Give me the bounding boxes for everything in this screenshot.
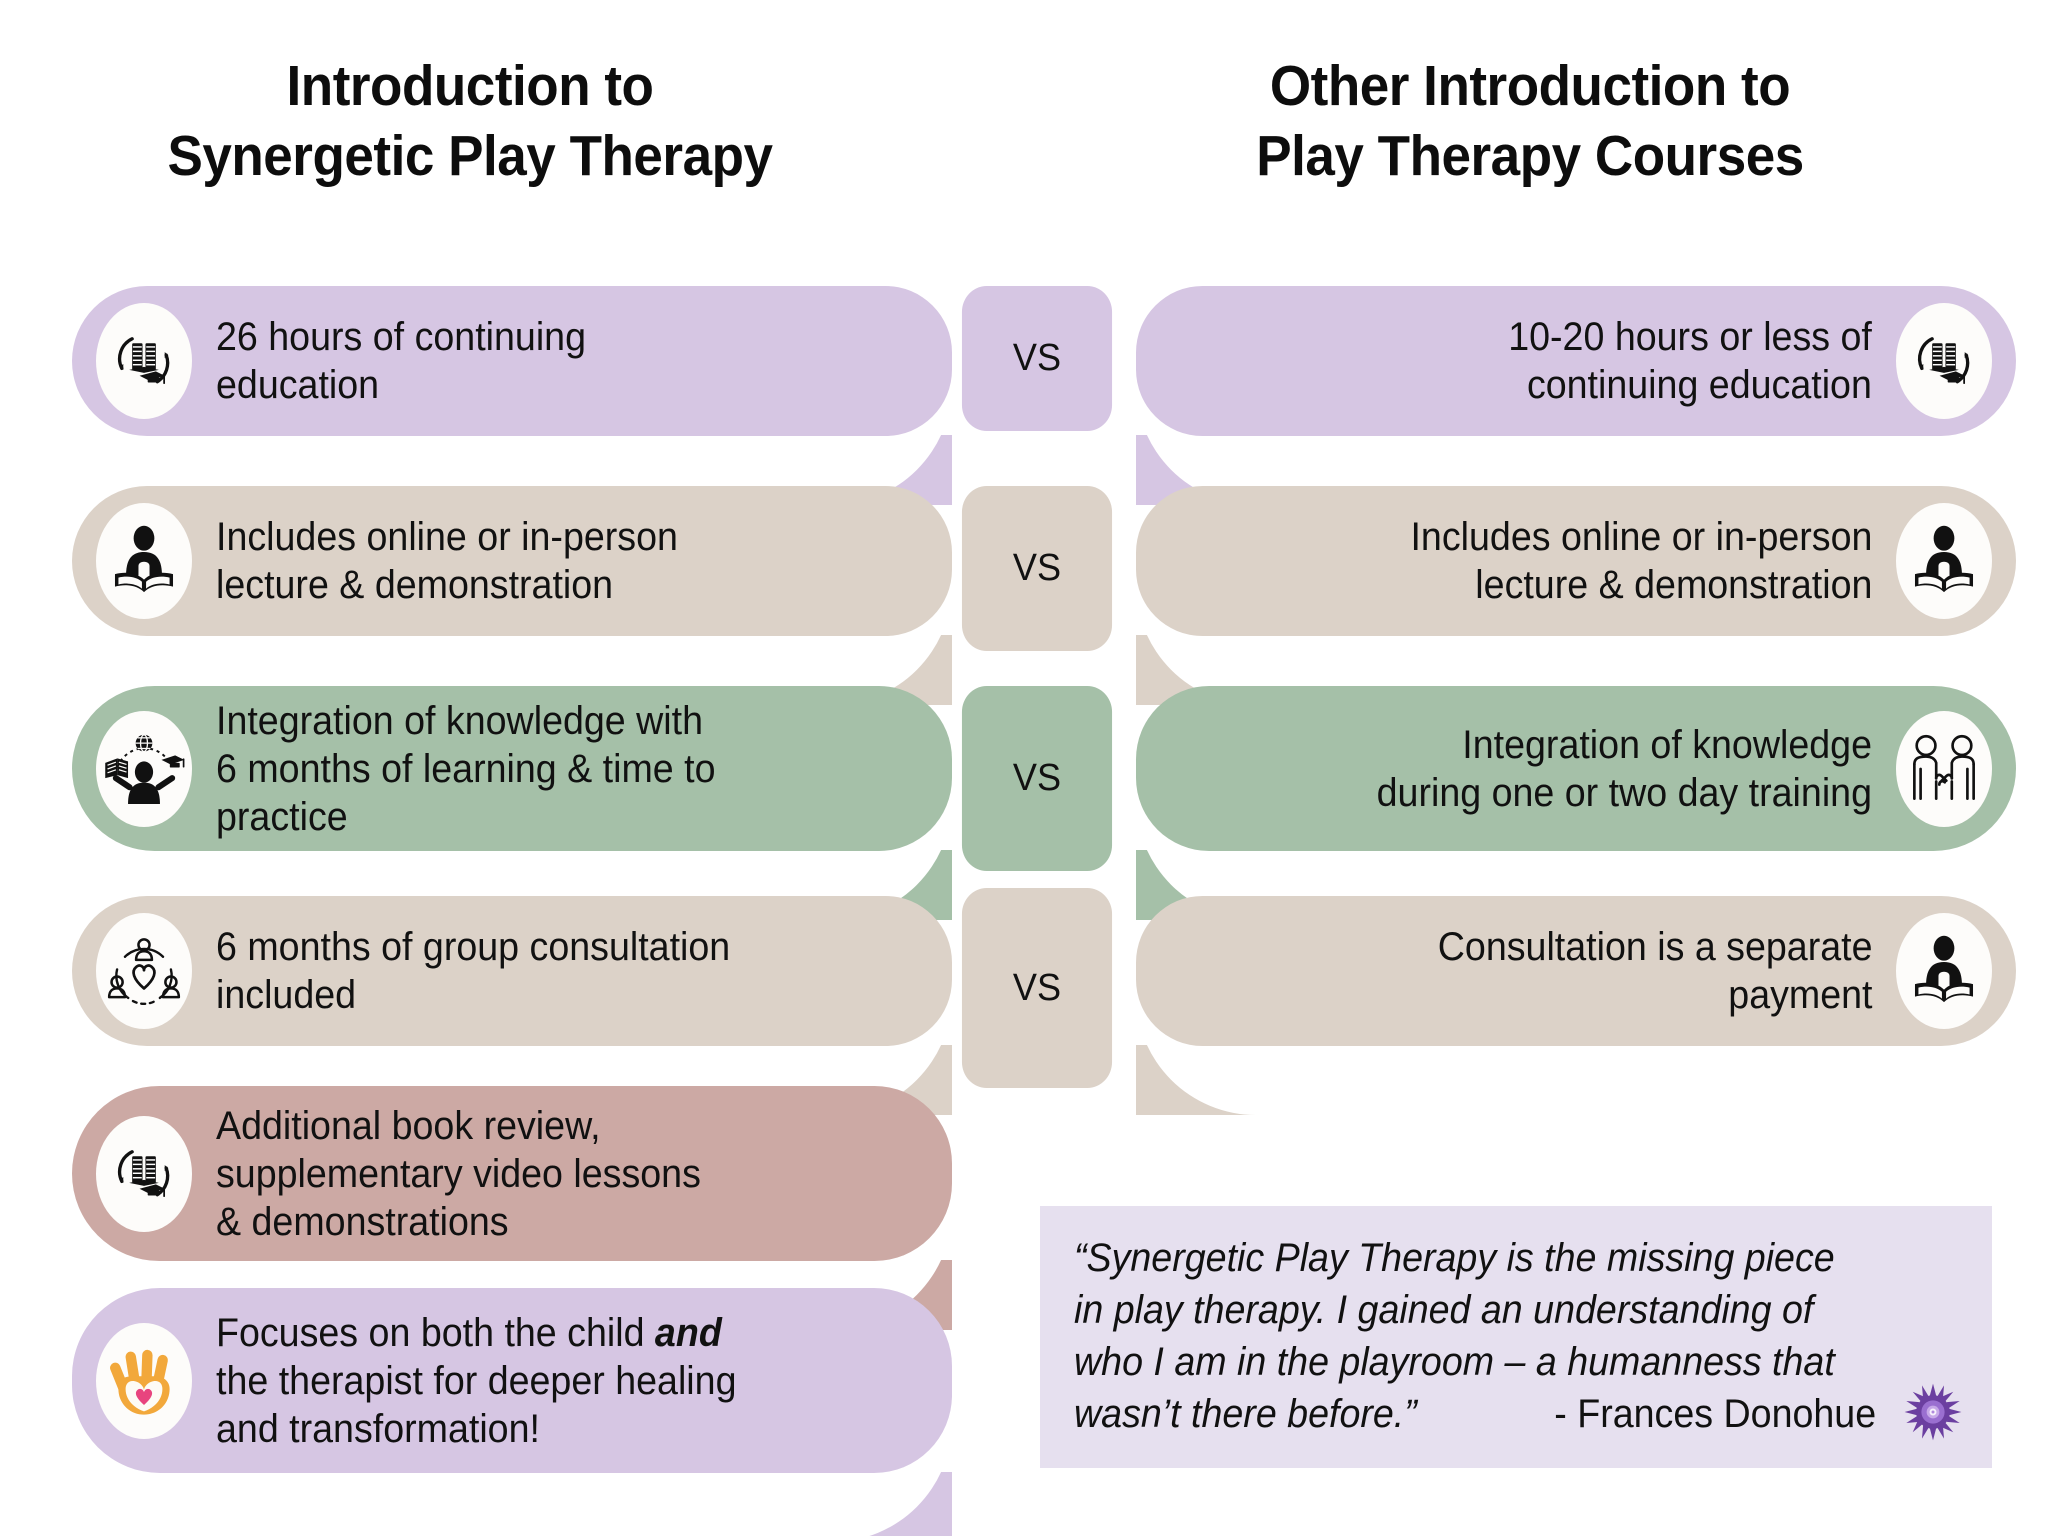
- right-row-3-tail: [1136, 1045, 1256, 1115]
- page-title-left: Introduction to Synergetic Play Therapy: [167, 54, 773, 188]
- book-graduation-cycle-icon: [1896, 303, 1992, 419]
- left-row-4-text: Additional book review, supplementary vi…: [216, 1103, 701, 1244]
- right-row-2[interactable]: Integration of knowledge during one or t…: [1136, 686, 2016, 851]
- hand-heart-icon: [96, 1322, 192, 1439]
- testimonial-quote-text: “Synergetic Play Therapy is the missing …: [1074, 1236, 1835, 1436]
- purple-flower-mandala-icon: [1904, 1383, 1962, 1446]
- right-row-1[interactable]: Includes online or in-person lecture & d…: [1136, 486, 2016, 636]
- left-row-3[interactable]: 6 months of group consultation included: [72, 896, 952, 1046]
- left-row-2[interactable]: Integration of knowledge with 6 months o…: [72, 686, 952, 851]
- page-title-right: Other Introduction to Play Therapy Cours…: [1256, 54, 1804, 188]
- group-heart-consultation-icon: [96, 913, 192, 1029]
- testimonial-attribution: - Frances Donohue: [1553, 1392, 1876, 1436]
- handshake-two-people-icon: [1896, 710, 1992, 827]
- vs-badge-3: VS: [961, 888, 1113, 1088]
- left-row-2-text: Integration of knowledge with 6 months o…: [216, 698, 716, 839]
- person-knowledge-globe-icon: [96, 710, 192, 827]
- vs-badge-2: VS: [961, 686, 1113, 871]
- testimonial-quote-box: “Synergetic Play Therapy is the missing …: [1040, 1206, 1992, 1468]
- left-row-0-text: 26 hours of continuing education: [216, 315, 587, 407]
- left-row-3-text: 6 months of group consultation included: [216, 925, 731, 1017]
- left-row-5-tail: [832, 1472, 952, 1536]
- person-reading-book-icon: [96, 503, 192, 619]
- emphasis-word: and: [654, 1310, 722, 1355]
- right-row-1-text: Includes online or in-person lecture & d…: [1410, 515, 1872, 607]
- left-row-5[interactable]: Focuses on both the child and the therap…: [72, 1288, 952, 1473]
- vs-badge-0: VS: [961, 286, 1113, 431]
- book-graduation-cycle-icon: [96, 1115, 192, 1232]
- person-reading-book-icon: [1896, 913, 1992, 1029]
- person-reading-book-icon: [1896, 503, 1992, 619]
- right-row-3-text: Consultation is a separate payment: [1437, 925, 1872, 1017]
- left-row-1[interactable]: Includes online or in-person lecture & d…: [72, 486, 952, 636]
- left-row-0[interactable]: 26 hours of continuing education: [72, 286, 952, 436]
- vs-badge-1: VS: [961, 486, 1113, 651]
- left-row-1-text: Includes online or in-person lecture & d…: [216, 515, 678, 607]
- book-graduation-cycle-icon: [96, 303, 192, 419]
- right-row-0-text: 10-20 hours or less of continuing educat…: [1508, 315, 1872, 407]
- testimonial-attribution-row: - Frances Donohue: [1544, 1383, 1962, 1446]
- right-row-2-text: Integration of knowledge during one or t…: [1376, 722, 1872, 815]
- left-row-4[interactable]: Additional book review, supplementary vi…: [72, 1086, 952, 1261]
- left-row-5-text: Focuses on both the child and the therap…: [216, 1310, 737, 1451]
- right-row-3[interactable]: Consultation is a separate payment: [1136, 896, 2016, 1046]
- right-row-0[interactable]: 10-20 hours or less of continuing educat…: [1136, 286, 2016, 436]
